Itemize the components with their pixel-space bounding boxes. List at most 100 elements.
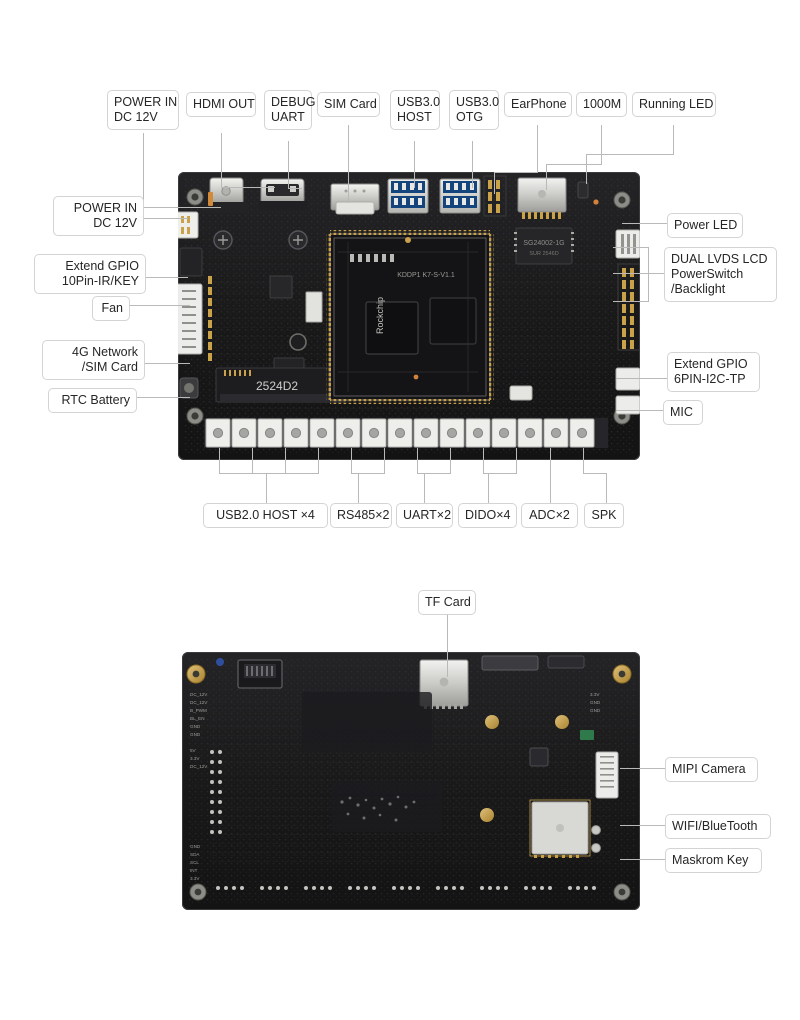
leader-maskrom-key [620, 859, 665, 860]
leader-running-led-h [586, 154, 674, 155]
label-usb3-host[interactable]: USB3.0 HOST [390, 90, 440, 130]
label-mipi-camera[interactable]: MIPI Camera [665, 757, 758, 782]
label-usb2-host[interactable]: USB2.0 HOST ×4 [203, 503, 328, 528]
leader-usb2-d3 [285, 448, 286, 474]
silk-som: KDDP1 K7-S-V1.1 [397, 272, 455, 279]
leader-hdmi-out-h [221, 187, 275, 188]
label-sim-card-top[interactable]: SIM Card [317, 92, 380, 117]
svg-text:GND: GND [190, 844, 201, 849]
leader-dido-d1 [483, 448, 484, 474]
leader-lvds-b1 [613, 247, 648, 248]
svg-text:GND: GND [190, 732, 201, 737]
label-mic[interactable]: MIC [663, 400, 703, 425]
label-dual-lvds-lcd[interactable]: DUAL LVDS LCD PowerSwitch /Backlight [664, 247, 777, 302]
label-running-led[interactable]: Running LED [632, 92, 716, 117]
svg-text:BL_EN: BL_EN [190, 716, 205, 721]
leader-usb2-d1 [219, 448, 220, 474]
leader-rs485-rail [351, 473, 385, 474]
leader-debug-uart [288, 141, 289, 189]
label-rtc-battery[interactable]: RTC Battery [48, 388, 137, 413]
leader-dido [488, 473, 489, 503]
label-extend-gpio-6pin[interactable]: Extend GPIO 6PIN-I2C-TP [667, 352, 760, 392]
leader-usb2-d2 [252, 448, 253, 474]
leader-adc [550, 448, 551, 503]
svg-text:SG24002-1G: SG24002-1G [523, 240, 564, 247]
leader-tf-card [447, 615, 448, 677]
svg-text:5V: 5V [190, 748, 197, 753]
label-4g-network[interactable]: 4G Network /SIM Card [42, 340, 145, 380]
leader-power-in-top-h [143, 207, 221, 208]
leader-usb2-host [266, 473, 267, 503]
leader-earphone-v2 [494, 172, 495, 194]
svg-text:SCL: SCL [190, 860, 199, 865]
leader-extend-gpio-10p [146, 277, 188, 278]
leader-wifi-bt [620, 825, 665, 826]
leader-4g-network [145, 363, 190, 364]
leader-lvds-b2 [613, 273, 648, 274]
svg-text:DC_12V: DC_12V [190, 700, 208, 705]
top-board-image: SG24002-1G SUR 2546D [178, 172, 640, 460]
label-maskrom-key[interactable]: Maskrom Key [665, 848, 762, 873]
leader-sim-card-top [348, 125, 349, 203]
label-extend-gpio-10pin[interactable]: Extend GPIO 10Pin-IR/KEY [34, 254, 146, 294]
leader-extend-gpio-6p [616, 378, 668, 379]
leader-fan [130, 305, 190, 306]
leader-mipi-camera [620, 768, 665, 769]
leader-spk-d1 [583, 448, 584, 474]
label-uart[interactable]: UART×2 [396, 503, 453, 528]
svg-text:GND: GND [590, 708, 601, 713]
label-debug-uart[interactable]: DEBUG UART [264, 90, 315, 130]
leader-lvds-spine [648, 247, 649, 302]
leader-power-in-top [143, 133, 144, 208]
leader-uart [424, 473, 425, 503]
leader-1000m [601, 125, 602, 165]
label-fan[interactable]: Fan [92, 296, 130, 321]
label-power-in-left[interactable]: POWER IN DC 12V [53, 196, 144, 236]
label-1000m[interactable]: 1000M [576, 92, 627, 117]
leader-usb3-otg [472, 141, 473, 188]
label-power-led[interactable]: Power LED [667, 213, 743, 238]
svg-text:3.3V: 3.3V [590, 692, 600, 697]
svg-text:GND: GND [190, 724, 201, 729]
leader-earphone-h [494, 172, 538, 173]
leader-earphone [537, 125, 538, 173]
leader-running-led-v2 [586, 154, 587, 184]
label-earphone[interactable]: EarPhone [504, 92, 572, 117]
label-spk[interactable]: SPK [584, 503, 624, 528]
label-wifi-bluetooth[interactable]: WIFI/BlueTooth [665, 814, 771, 839]
leader-uart-d2 [450, 448, 451, 474]
leader-uart-d1 [417, 448, 418, 474]
leader-usb2-d4 [318, 448, 319, 474]
label-rs485[interactable]: RS485×2 [330, 503, 392, 528]
leader-dido-rail [483, 473, 517, 474]
leader-lvds-b3 [613, 301, 648, 302]
leader-hdmi-out [221, 133, 222, 188]
label-dido[interactable]: DIDO×4 [458, 503, 517, 528]
label-tf-card[interactable]: TF Card [418, 590, 476, 615]
leader-spk [606, 473, 607, 503]
label-power-in-top[interactable]: POWER IN DC 12V [107, 90, 179, 130]
leader-running-led [673, 125, 674, 155]
svg-text:3.3V: 3.3V [190, 876, 200, 881]
svg-text:SDA: SDA [190, 852, 200, 857]
leader-uart-rail [417, 473, 451, 474]
label-hdmi-out[interactable]: HDMI OUT [186, 92, 256, 117]
leader-rs485-d2 [384, 448, 385, 474]
svg-text:DC_12V: DC_12V [190, 764, 208, 769]
svg-text:INT: INT [190, 868, 198, 873]
leader-rtc-battery [137, 397, 190, 398]
svg-text:SUR 2546D: SUR 2546D [529, 251, 558, 257]
leader-dual-lvds [648, 273, 664, 274]
label-usb3-otg[interactable]: USB3.0 OTG [449, 90, 499, 130]
svg-text:GND: GND [590, 700, 601, 705]
silk-mpcie: 2524D2 [256, 379, 298, 393]
leader-power-led [622, 223, 668, 224]
leader-1000m-h [546, 164, 602, 165]
label-adc[interactable]: ADC×2 [521, 503, 578, 528]
leader-usb2-rail [219, 473, 319, 474]
leader-rs485 [358, 473, 359, 503]
silk-soc: Rockchip [375, 297, 385, 334]
leader-rs485-d1 [351, 448, 352, 474]
